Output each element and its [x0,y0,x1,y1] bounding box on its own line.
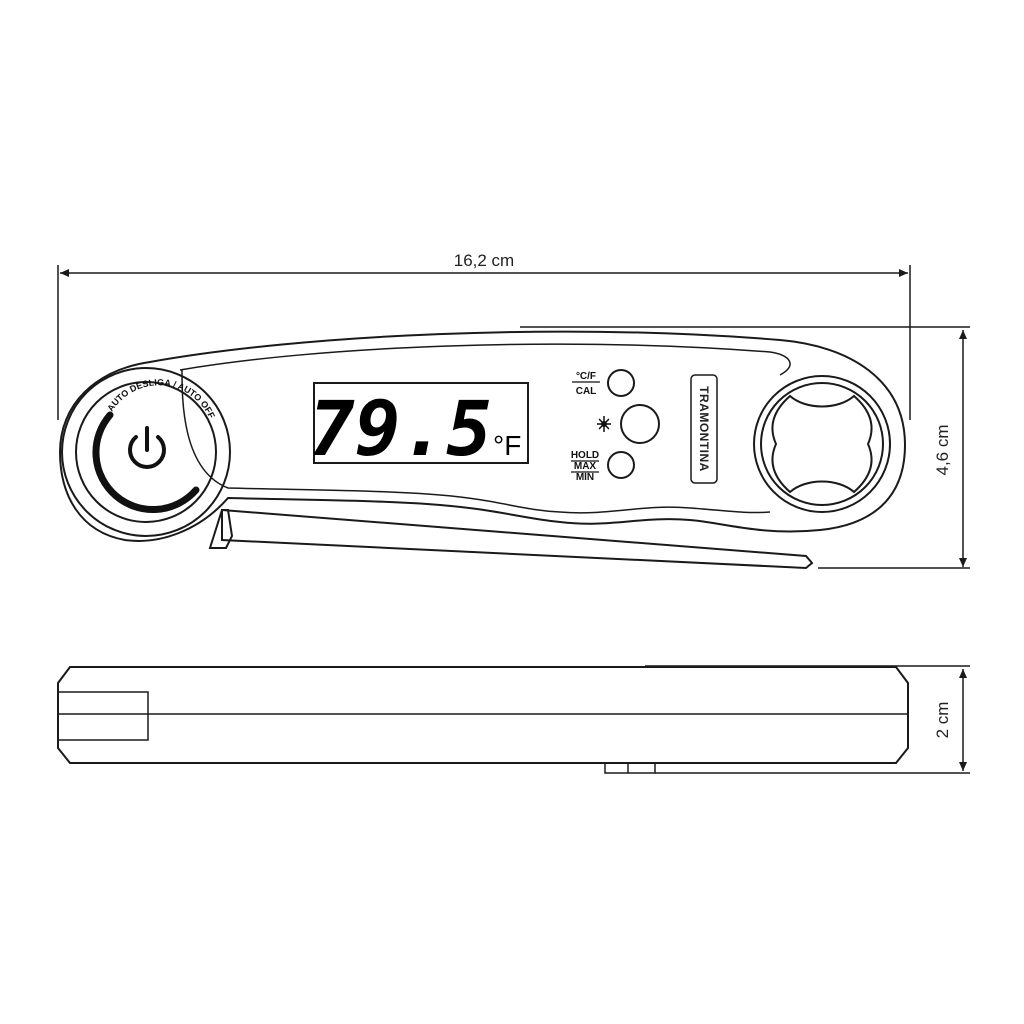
backlight-icon [597,416,611,432]
thermometer-body [58,330,907,542]
side-probe-tab [604,762,656,774]
power-outer-ring [61,367,231,537]
lcd-display: 79.5 °F [309,382,529,473]
brand-frame [690,374,718,484]
width-dimension: 16,2 cm [57,251,911,420]
power-inner-ring [75,381,217,523]
hanging-loop [753,375,891,513]
temperature-reading: 79.5 [309,384,492,473]
power-button[interactable]: AUTO DESLIGA / AUTO OFF [61,367,231,537]
loop-inner-ring [760,382,884,506]
control-buttons: °C/F CAL HOLD MAX MIN [571,369,660,483]
side-probe-slot [58,691,149,741]
max-label: MAX [574,461,597,472]
body-inner-bottom [181,369,771,514]
hold-max-min-button[interactable] [607,451,635,479]
unit-cal-label-bottom: CAL [576,386,597,397]
power-arc-band [92,411,200,514]
probe-shaft [221,508,814,570]
hold-label: HOLD [571,450,599,461]
temperature-unit: °F [493,430,521,461]
width-label: 16,2 cm [454,251,514,270]
probe [208,508,814,570]
min-label: MIN [576,472,594,483]
depth-label: 2 cm [933,702,952,739]
power-arc-text: AUTO DESLIGA / AUTO OFF [105,377,217,420]
depth-dimension: 2 cm [645,665,970,774]
brand-name: TRAMONTINA [697,386,711,472]
body-outline [58,330,907,542]
side-view [57,666,909,774]
loop-outer-ring [753,375,891,513]
side-outline [57,666,909,764]
height-dimension: 4,6 cm [520,326,970,569]
loop-opening [771,394,873,494]
unit-cal-label-top: °C/F [576,371,596,382]
height-label: 4,6 cm [933,424,952,475]
backlight-button[interactable] [620,404,660,444]
brand-plate: TRAMONTINA [690,374,718,484]
power-icon [128,426,166,469]
lcd-frame [313,382,529,464]
probe-hinge [208,509,234,549]
unit-cal-button[interactable] [607,369,635,397]
body-inner-top [179,343,791,376]
